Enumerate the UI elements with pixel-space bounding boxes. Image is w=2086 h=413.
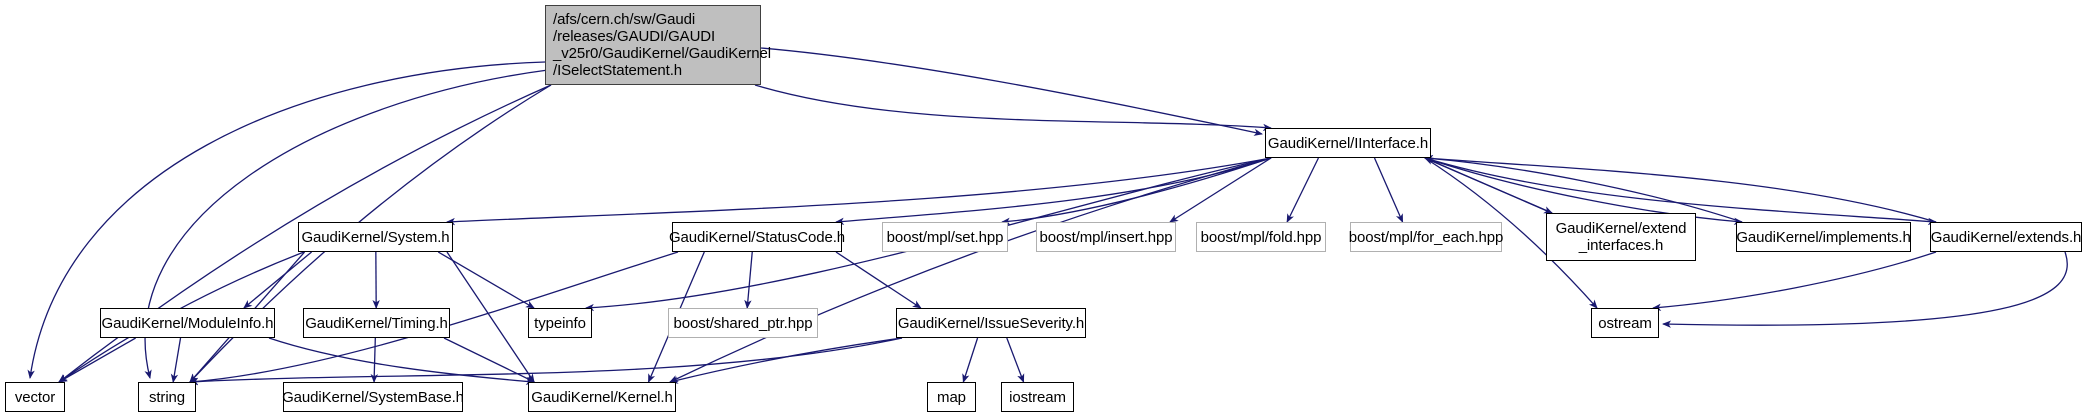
graph-edge-moduleinfo-to-vector — [58, 337, 136, 383]
graph-edge-system-to-kernel — [446, 251, 535, 383]
graph-edge-root-to-vector-arc — [27, 61, 546, 379]
graph-node-kernel[interactable]: GaudiKernel/Kernel.h — [528, 382, 676, 412]
graph-node-ostream[interactable]: ostream — [1591, 308, 1659, 338]
graph-node-sharedptr[interactable]: boost/shared_ptr.hpp — [668, 308, 818, 338]
graph-node-mplinsert[interactable]: boost/mpl/insert.hpp — [1036, 222, 1176, 252]
graph-edge-iinterface-to-ostream — [1424, 157, 1598, 309]
graph-node-root[interactable]: /afs/cern.ch/sw/Gaudi /releases/GAUDI/GA… — [545, 5, 771, 85]
graph-node-extendintf[interactable]: GaudiKernel/extend _interfaces.h — [1546, 213, 1696, 261]
graph-edge-system-to-moduleinfo — [243, 251, 312, 309]
graph-node-mplforeach[interactable]: boost/mpl/for_each.hpp — [1349, 222, 1503, 252]
graph-edge-extendintf-to-iinterface — [1424, 157, 1553, 214]
graph-edge-statuscode-to-issue — [835, 251, 922, 309]
graph-edge-extends-to-ostream — [1652, 251, 1937, 312]
graph-node-vector[interactable]: vector — [5, 382, 65, 412]
graph-node-statuscode[interactable]: GaudiKernel/StatusCode.h — [669, 222, 845, 252]
graph-edge-root-to-iinterface-arc — [760, 47, 1263, 136]
graph-edge-root-to-iinterface — [754, 84, 1272, 132]
graph-edge-moduleinfo-to-string — [170, 337, 182, 383]
graph-edge-issue-to-map — [962, 337, 979, 383]
graph-edge-statuscode-to-sharedptr — [744, 251, 753, 309]
graph-node-iostream[interactable]: iostream — [1001, 382, 1074, 412]
graph-node-string[interactable]: string — [138, 382, 196, 412]
graph-edge-iinterface-to-statuscode — [835, 157, 1272, 226]
graph-node-mplfold[interactable]: boost/mpl/fold.hpp — [1196, 222, 1326, 252]
graph-node-iinterface[interactable]: GaudiKernel/IInterface.h — [1265, 128, 1431, 158]
graph-node-extends[interactable]: GaudiKernel/extends.h — [1930, 222, 2082, 252]
graph-edge-issue-to-kernel — [669, 337, 903, 384]
graph-node-implements[interactable]: GaudiKernel/implements.h — [1736, 222, 1911, 252]
graph-node-timing[interactable]: GaudiKernel/Timing.h — [303, 308, 450, 338]
graph-node-systembase[interactable]: GaudiKernel/SystemBase.h — [282, 382, 464, 412]
graph-edge-iinterface-to-mplforeach — [1373, 157, 1404, 223]
graph-node-system[interactable]: GaudiKernel/System.h — [298, 222, 453, 252]
graph-edge-iinterface-to-kernel — [669, 157, 1272, 383]
graph-edge-extends-to-iinterface — [1424, 154, 1937, 223]
graph-edge-extends-to-ostream-arc — [1662, 251, 2068, 328]
graph-node-map[interactable]: map — [927, 382, 976, 412]
graph-edge-iinterface-to-system — [446, 157, 1272, 226]
graph-node-issue[interactable]: GaudiKernel/IssueSeverity.h — [896, 308, 1086, 338]
graph-edge-timing-to-systembase — [370, 337, 378, 383]
graph-edge-iinterface-to-implements — [1424, 157, 1743, 226]
graph-edge-iinterface-to-mplinsert — [1169, 157, 1272, 223]
graph-node-mplset[interactable]: boost/mpl/set.hpp — [882, 222, 1008, 252]
graph-edge-issue-to-string — [189, 337, 903, 386]
graph-edge-timing-to-kernel — [443, 337, 536, 383]
graph-edge-iinterface-to-mplfold — [1286, 157, 1320, 223]
graph-edge-issue-to-iostream — [1006, 337, 1025, 383]
graph-edge-implements-to-iinterface — [1424, 154, 1743, 223]
graph-node-moduleinfo[interactable]: GaudiKernel/ModuleInfo.h — [100, 308, 275, 338]
graph-node-typeinfo[interactable]: typeinfo — [528, 308, 592, 338]
graph-edge-system-to-typeinfo — [437, 251, 535, 309]
graph-edge-moduleinfo-to-kernel — [268, 337, 535, 386]
